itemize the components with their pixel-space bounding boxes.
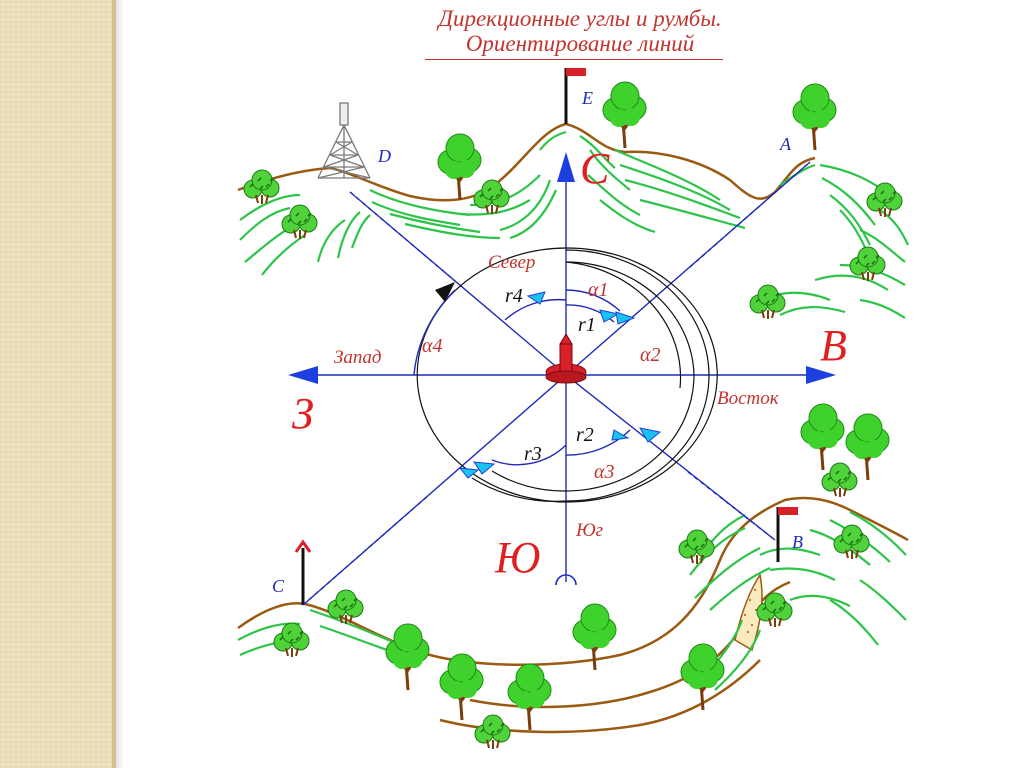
alpha3-label: α3 — [594, 461, 615, 483]
north-word: Север — [488, 252, 535, 273]
vegetation — [243, 80, 903, 750]
north-letter: С — [580, 144, 610, 193]
alpha1-label: α1 — [588, 279, 609, 301]
point-label-c: C — [272, 576, 285, 596]
r4-label: r4 — [505, 285, 523, 307]
r3-label: r3 — [524, 443, 542, 465]
alpha4-label: α4 — [422, 335, 443, 357]
point-label-b: B — [792, 532, 803, 552]
angle-arrowheads — [458, 291, 662, 479]
east-word: Восток — [717, 388, 780, 409]
point-label-d: D — [377, 146, 391, 166]
south-letter: Ю — [494, 533, 540, 582]
decorative-side-panel — [0, 0, 112, 768]
compass-marker — [545, 333, 587, 384]
r1-label: r1 — [578, 314, 596, 336]
r2-label: r2 — [576, 424, 594, 446]
west-letter: З — [292, 389, 314, 438]
side-panel-border — [112, 0, 116, 768]
alpha4-arrow — [435, 282, 455, 302]
slide-shadow — [116, 0, 124, 768]
flag-c — [294, 539, 312, 605]
point-label-a: A — [779, 134, 792, 154]
title-underline — [425, 59, 723, 60]
alpha2-label: α2 — [640, 344, 661, 366]
slide-subtitle: Ориентирование линий — [465, 31, 695, 56]
flag-e — [564, 68, 586, 124]
rhumb-arcs — [413, 289, 631, 466]
slide-title: Дирекционные углы и румбы. — [438, 6, 722, 31]
axis-arrowheads — [288, 152, 836, 384]
flag-b — [776, 507, 798, 562]
diagonal-lines — [302, 161, 811, 606]
south-word: Юг — [575, 520, 603, 541]
west-word: Запад — [334, 347, 382, 368]
point-label-e: E — [581, 88, 593, 108]
triangulation-tower — [317, 102, 371, 179]
east-letter: В — [820, 321, 847, 370]
